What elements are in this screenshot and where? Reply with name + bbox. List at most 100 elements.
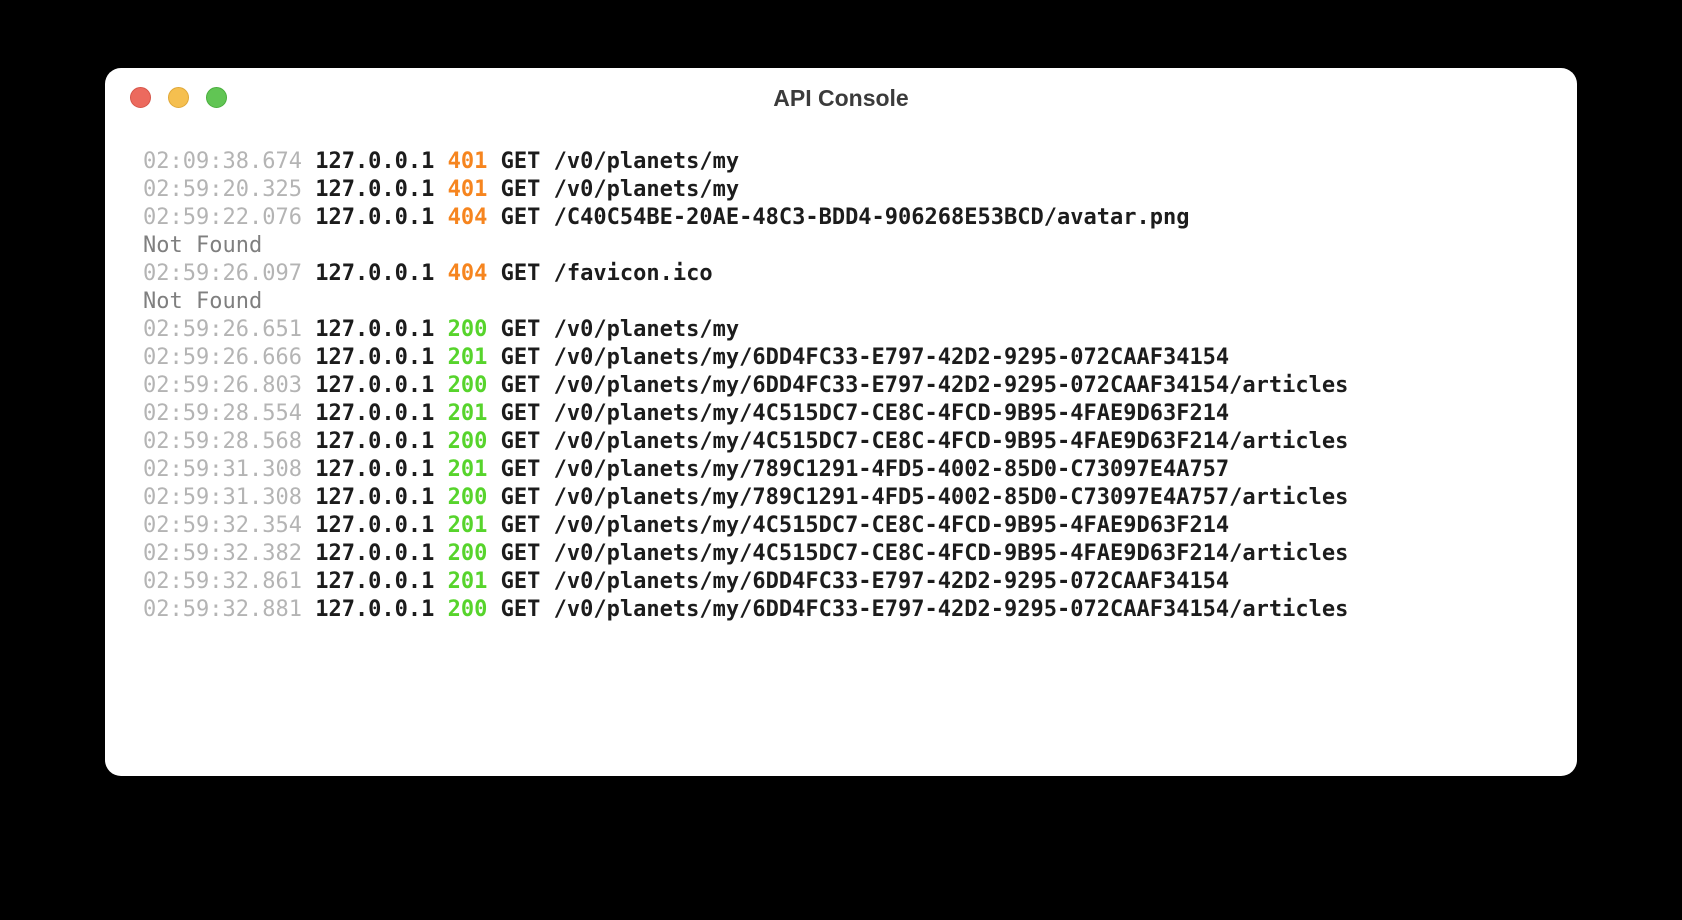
log-path: /v0/planets/my/789C1291-4FD5-4002-85D0-C… — [553, 457, 1230, 482]
log-method: GET — [500, 261, 541, 286]
log-ip: 127.0.0.1 — [315, 513, 435, 538]
log-entry: 02:59:26.666 127.0.0.1 201 GET /v0/plane… — [143, 344, 1577, 372]
log-method: GET — [500, 149, 541, 174]
log-method: GET — [500, 457, 541, 482]
log-timestamp: 02:59:28.554 — [143, 401, 302, 426]
log-status-code: 201 — [447, 569, 488, 594]
log-entry: 02:59:26.097 127.0.0.1 404 GET /favicon.… — [143, 260, 1577, 288]
log-status-code: 201 — [447, 401, 488, 426]
log-entry: 02:59:26.803 127.0.0.1 200 GET /v0/plane… — [143, 372, 1577, 400]
log-ip: 127.0.0.1 — [315, 177, 435, 202]
log-ip: 127.0.0.1 — [315, 485, 435, 510]
close-button[interactable] — [130, 87, 151, 108]
log-method: GET — [500, 373, 541, 398]
log-method: GET — [500, 513, 541, 538]
log-timestamp: 02:59:26.666 — [143, 345, 302, 370]
log-status-code: 200 — [447, 597, 488, 622]
log-path: /v0/planets/my — [553, 317, 740, 342]
log-entry: 02:59:32.382 127.0.0.1 200 GET /v0/plane… — [143, 540, 1577, 568]
log-path: /v0/planets/my/6DD4FC33-E797-42D2-9295-0… — [553, 373, 1349, 398]
log-status-code: 404 — [447, 261, 488, 286]
log-status-code: 200 — [447, 429, 488, 454]
log-entry: 02:59:28.568 127.0.0.1 200 GET /v0/plane… — [143, 428, 1577, 456]
log-entry: 02:09:38.674 127.0.0.1 401 GET /v0/plane… — [143, 148, 1577, 176]
log-method: GET — [500, 569, 541, 594]
log-status-code: 401 — [447, 177, 488, 202]
log-status-code: 200 — [447, 485, 488, 510]
zoom-button[interactable] — [206, 87, 227, 108]
log-ip: 127.0.0.1 — [315, 597, 435, 622]
log-status-code: 401 — [447, 149, 488, 174]
log-timestamp: 02:59:26.803 — [143, 373, 302, 398]
log-status-code: 201 — [447, 345, 488, 370]
log-entry: 02:59:31.308 127.0.0.1 200 GET /v0/plane… — [143, 484, 1577, 512]
log-path: /v0/planets/my — [553, 177, 740, 202]
log-message: Not Found — [143, 233, 263, 258]
log-path: /v0/planets/my/6DD4FC33-E797-42D2-9295-0… — [553, 345, 1230, 370]
log-entry: 02:59:31.308 127.0.0.1 201 GET /v0/plane… — [143, 456, 1577, 484]
log-path: /v0/planets/my/4C515DC7-CE8C-4FCD-9B95-4… — [553, 541, 1349, 566]
log-method: GET — [500, 205, 541, 230]
log-method: GET — [500, 401, 541, 426]
window-title: API Console — [773, 85, 909, 111]
log-timestamp: 02:59:26.097 — [143, 261, 302, 286]
log-list: 02:09:38.674 127.0.0.1 401 GET /v0/plane… — [105, 130, 1577, 624]
log-path: /v0/planets/my — [553, 149, 740, 174]
log-status-code: 201 — [447, 513, 488, 538]
log-method: GET — [500, 485, 541, 510]
log-path: /v0/planets/my/4C515DC7-CE8C-4FCD-9B95-4… — [553, 429, 1349, 454]
log-method: GET — [500, 429, 541, 454]
log-timestamp: 02:59:32.382 — [143, 541, 302, 566]
log-entry: 02:59:32.881 127.0.0.1 200 GET /v0/plane… — [143, 596, 1577, 624]
log-timestamp: 02:59:20.325 — [143, 177, 302, 202]
log-ip: 127.0.0.1 — [315, 541, 435, 566]
log-ip: 127.0.0.1 — [315, 317, 435, 342]
log-path: /v0/planets/my/6DD4FC33-E797-42D2-9295-0… — [553, 597, 1349, 622]
log-status-code: 200 — [447, 317, 488, 342]
log-timestamp: 02:09:38.674 — [143, 149, 302, 174]
log-entry: 02:59:26.651 127.0.0.1 200 GET /v0/plane… — [143, 316, 1577, 344]
log-ip: 127.0.0.1 — [315, 373, 435, 398]
log-status-code: 404 — [447, 205, 488, 230]
log-ip: 127.0.0.1 — [315, 401, 435, 426]
log-timestamp: 02:59:26.651 — [143, 317, 302, 342]
log-entry: 02:59:32.354 127.0.0.1 201 GET /v0/plane… — [143, 512, 1577, 540]
log-path: /v0/planets/my/4C515DC7-CE8C-4FCD-9B95-4… — [553, 401, 1230, 426]
log-timestamp: 02:59:22.076 — [143, 205, 302, 230]
log-path: /v0/planets/my/789C1291-4FD5-4002-85D0-C… — [553, 485, 1349, 510]
minimize-button[interactable] — [168, 87, 189, 108]
log-timestamp: 02:59:32.354 — [143, 513, 302, 538]
log-entry: 02:59:28.554 127.0.0.1 201 GET /v0/plane… — [143, 400, 1577, 428]
log-ip: 127.0.0.1 — [315, 457, 435, 482]
log-ip: 127.0.0.1 — [315, 261, 435, 286]
log-message: Not Found — [143, 289, 263, 314]
log-timestamp: 02:59:32.861 — [143, 569, 302, 594]
log-method: GET — [500, 345, 541, 370]
log-ip: 127.0.0.1 — [315, 429, 435, 454]
titlebar[interactable]: API Console — [105, 68, 1577, 130]
log-timestamp: 02:59:31.308 — [143, 485, 302, 510]
log-method: GET — [500, 597, 541, 622]
log-ip: 127.0.0.1 — [315, 149, 435, 174]
log-path: /v0/planets/my/4C515DC7-CE8C-4FCD-9B95-4… — [553, 513, 1230, 538]
log-method: GET — [500, 541, 541, 566]
log-entry: 02:59:32.861 127.0.0.1 201 GET /v0/plane… — [143, 568, 1577, 596]
log-path: /v0/planets/my/6DD4FC33-E797-42D2-9295-0… — [553, 569, 1230, 594]
log-ip: 127.0.0.1 — [315, 205, 435, 230]
log-status-code: 200 — [447, 541, 488, 566]
log-timestamp: 02:59:28.568 — [143, 429, 302, 454]
log-path: /C40C54BE-20AE-48C3-BDD4-906268E53BCD/av… — [553, 205, 1190, 230]
traffic-lights — [130, 87, 227, 108]
log-timestamp: 02:59:32.881 — [143, 597, 302, 622]
log-ip: 127.0.0.1 — [315, 345, 435, 370]
log-method: GET — [500, 317, 541, 342]
log-status-code: 200 — [447, 373, 488, 398]
log-timestamp: 02:59:31.308 — [143, 457, 302, 482]
log-path: /favicon.ico — [553, 261, 713, 286]
log-method: GET — [500, 177, 541, 202]
log-entry: 02:59:22.076 127.0.0.1 404 GET /C40C54BE… — [143, 204, 1577, 232]
log-entry: 02:59:20.325 127.0.0.1 401 GET /v0/plane… — [143, 176, 1577, 204]
log-ip: 127.0.0.1 — [315, 569, 435, 594]
api-console-window: API Console 02:09:38.674 127.0.0.1 401 G… — [105, 68, 1577, 776]
log-status-code: 201 — [447, 457, 488, 482]
